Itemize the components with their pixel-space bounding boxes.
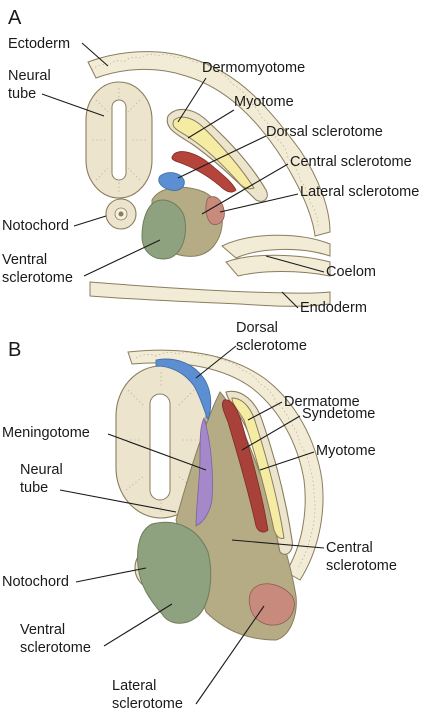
panel-b-label-lateral-sclerotome-1: Lateral [112, 678, 156, 694]
panel-b-syndetome [221, 399, 269, 533]
panel-b-label-dorsal-sclerotome-2: sclerotome [236, 338, 307, 354]
panel-b-label-lateral-sclerotome-2: sclerotome [112, 696, 183, 712]
panel-b-lateral-sclerotome [248, 583, 295, 626]
panel-b-label-syndetome: Syndetome [302, 406, 375, 422]
panel-a-label-ectoderm: Ectoderm [8, 36, 70, 52]
panel-b-myotome [231, 397, 285, 539]
panel-b-label-notochord: Notochord [2, 574, 69, 590]
panel-a-coelom-wall [221, 234, 331, 259]
panel-b-label-ventral-sclerotome-2: sclerotome [20, 640, 91, 656]
panel-b-label-dermatome: Dermatome [284, 394, 360, 410]
panel-b-label-myotome: Myotome [316, 443, 376, 459]
panel-b-dorsal-sclerotome [155, 358, 212, 422]
panel-a: A Ectoderm Neural tube [2, 7, 419, 316]
panel-b-label-central-sclerotome-1: Central [326, 540, 373, 556]
panel-b-ventral-sclerotome [137, 521, 212, 624]
panel-a-neural-canal [111, 99, 127, 181]
panel-a-label-neural-tube-2: tube [8, 86, 36, 102]
panel-a-label-ventral-sclerotome-1: Ventral [2, 252, 47, 268]
panel-b-label-ventral-sclerotome-1: Ventral [20, 622, 65, 638]
panel-a-label-endoderm: Endoderm [300, 300, 367, 316]
panel-a-dorsal-tip [158, 172, 185, 191]
panel-b-label-neural-tube-1: Neural [20, 462, 63, 478]
panel-a-ventral-sclerotome [141, 199, 186, 260]
panel-a-body-wall [89, 281, 331, 307]
panel-b-label-meningotome: Meningotome [2, 425, 90, 441]
panel-a-label-notochord: Notochord [2, 218, 69, 234]
panel-a-label-dermomyotome: Dermomyotome [202, 60, 305, 76]
panel-a-ectoderm-cells [91, 54, 319, 227]
panel-b-label-neural-tube-2: tube [20, 480, 48, 496]
panel-a-label-central-sclerotome: Central sclerotome [290, 154, 412, 170]
panel-b-label-central-sclerotome-2: sclerotome [326, 558, 397, 574]
panel-a-label-coelom: Coelom [326, 264, 376, 280]
panel-a-endoderm-wall [225, 254, 331, 277]
panel-a-label-neural-tube-1: Neural [8, 68, 51, 84]
panel-b-meningotome [195, 416, 213, 527]
panel-a-label-lateral-sclerotome: Lateral sclerotome [300, 184, 419, 200]
panel-b-label-dorsal-sclerotome-1: Dorsal [236, 320, 278, 336]
panel-a-label-dorsal-sclerotome: Dorsal sclerotome [266, 124, 383, 140]
panel-b-letter: B [8, 339, 21, 361]
panel-b-ectoderm [127, 349, 324, 581]
panel-b-neural-canal [149, 393, 171, 501]
panel-b: B Dorsal sclerotome Dermatome [2, 320, 397, 712]
panel-a-label-ventral-sclerotome-2: sclerotome [2, 270, 73, 286]
panel-a-letter: A [8, 7, 22, 29]
panel-a-dorsal-sclerotome [171, 151, 237, 193]
panel-a-label-myotome: Myotome [234, 94, 294, 110]
